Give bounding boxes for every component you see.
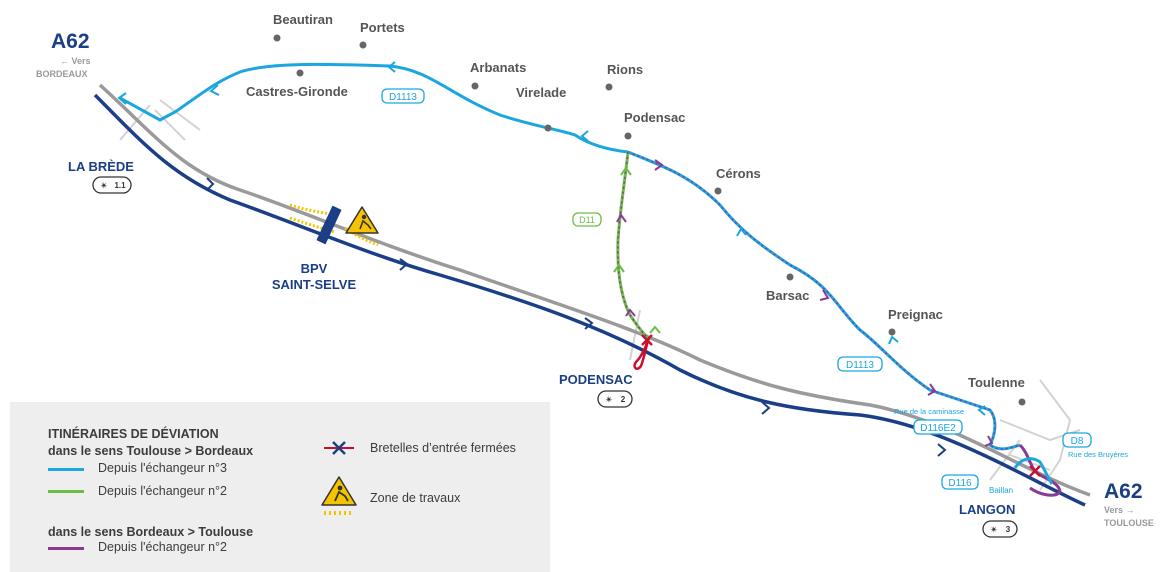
legend-blue-label: Depuis l'échangeur n°3	[98, 461, 227, 475]
a62-motorway	[93, 93, 1086, 507]
a62-south-direction: Vers →	[1104, 505, 1135, 515]
legend-green-label: Depuis l'échangeur n°2	[98, 484, 227, 498]
town-rions: Rions	[607, 62, 643, 77]
town-beautiran: Beautiran	[273, 12, 333, 27]
a62-north-city: BORDEAUX	[36, 69, 88, 79]
shared-route-purple-dashes	[627, 151, 1021, 450]
svg-text:✴: ✴	[100, 181, 108, 192]
works-zone-hatch	[289, 203, 379, 247]
svg-text:D8: D8	[1071, 436, 1084, 447]
interchange-langon-label: LANGON	[959, 502, 1015, 517]
langon-closed-ramp-icon	[1029, 465, 1041, 477]
legend-title: ITINÉRAIRES DE DÉVIATION	[48, 427, 219, 441]
town-virelade: Virelade	[516, 85, 566, 100]
interchange-podensac-label: PODENSAC	[559, 372, 633, 387]
svg-text:D11: D11	[579, 215, 595, 225]
svg-text:3: 3	[1006, 525, 1011, 534]
d11-route-purple-dashes	[617, 151, 651, 341]
toll-label-line2: SAINT-SELVE	[272, 277, 357, 292]
legend-closed-ramp-icon	[324, 441, 354, 455]
street-bruyeres: Rue des Bruyères	[1068, 450, 1128, 459]
blue-route-chevrons	[117, 61, 589, 142]
town-dots	[273, 34, 1026, 406]
road-badge-d1113-north: D1113	[381, 88, 425, 104]
green-route-chevrons	[613, 166, 661, 334]
legend-blue-line	[48, 468, 84, 471]
motorway-direction-chevrons	[206, 177, 947, 457]
town-baillan: Baillan	[989, 486, 1013, 495]
legend-closed-ramp-label: Bretelles d’entrée fermées	[370, 441, 516, 455]
town-barsac: Barsac	[766, 288, 809, 303]
road-badge-d116: D116	[941, 474, 979, 490]
parallel-road	[98, 83, 1091, 497]
road-badge-d1113-south: D1113	[837, 356, 883, 372]
toll-barrier-bpv	[316, 205, 342, 245]
svg-text:D116: D116	[948, 478, 972, 489]
blue-deviation-route	[119, 62, 629, 154]
town-portets: Portets	[360, 20, 405, 35]
a62-south-city: TOULOUSE	[1104, 518, 1154, 528]
svg-text:D1113: D1113	[846, 360, 874, 371]
podensac-ramp-loop	[633, 339, 650, 370]
town-preignac: Preignac	[888, 307, 943, 322]
legend-panel: ITINÉRAIRES DE DÉVIATION dans le sens To…	[10, 402, 550, 572]
svg-text:2: 2	[621, 395, 626, 404]
interchange-la-brede-badge: ✴ 1.1	[92, 176, 132, 194]
purple-route-chevrons	[654, 159, 994, 447]
svg-text:1.1: 1.1	[114, 181, 126, 190]
legend-purple-label: Depuis l'échangeur n°2	[98, 540, 227, 554]
a62-north-direction: ← Vers	[60, 56, 91, 66]
svg-text:✴: ✴	[990, 525, 998, 536]
svg-text:D116E2: D116E2	[920, 423, 956, 434]
town-podensac: Podensac	[624, 110, 685, 125]
works-zone-icon	[345, 206, 379, 234]
interchange-podensac-badge: ✴ 2	[597, 390, 633, 408]
green-purple-d11-route	[616, 151, 652, 342]
svg-text:✴: ✴	[605, 395, 613, 406]
street-caminasse: Rue de la caminasse	[894, 407, 964, 416]
town-toulenne: Toulenne	[968, 375, 1025, 390]
langon-blue-link	[1013, 457, 1054, 485]
interchange-la-brede-label: LA BRÈDE	[68, 159, 134, 174]
road-badge-d116e2: D116E2	[913, 419, 963, 435]
legend-green-line	[48, 490, 84, 493]
a62-north-label: A62	[51, 30, 90, 53]
legend-works-zone-label: Zone de travaux	[370, 491, 461, 505]
langon-purple-loop	[1018, 443, 1062, 497]
shared-blue-purple-route	[627, 150, 1021, 451]
blue-route-chevrons-south	[736, 227, 986, 416]
legend-purple-line	[48, 547, 84, 550]
road-badge-d11: D11	[572, 212, 602, 227]
svg-text:D1113: D1113	[389, 92, 417, 103]
podensac-closed-ramp-icon	[641, 334, 653, 346]
town-arbanats: Arbanats	[470, 60, 526, 75]
road-badge-d8: D8	[1062, 432, 1092, 448]
purple-d11-chevrons	[616, 213, 636, 317]
town-cerons: Cérons	[716, 166, 761, 181]
a62-south-label: A62	[1104, 480, 1143, 503]
legend-section-toulouse-bordeaux: dans le sens Toulouse > Bordeaux	[48, 444, 254, 458]
legend-works-zone-icon	[321, 476, 357, 515]
interchange-langon-badge: ✴ 3	[982, 520, 1018, 538]
town-castres-gironde: Castres-Gironde	[246, 84, 348, 99]
legend-section-bordeaux-toulouse: dans le sens Bordeaux > Toulouse	[48, 525, 254, 539]
toll-label-line1: BPV	[301, 261, 328, 276]
